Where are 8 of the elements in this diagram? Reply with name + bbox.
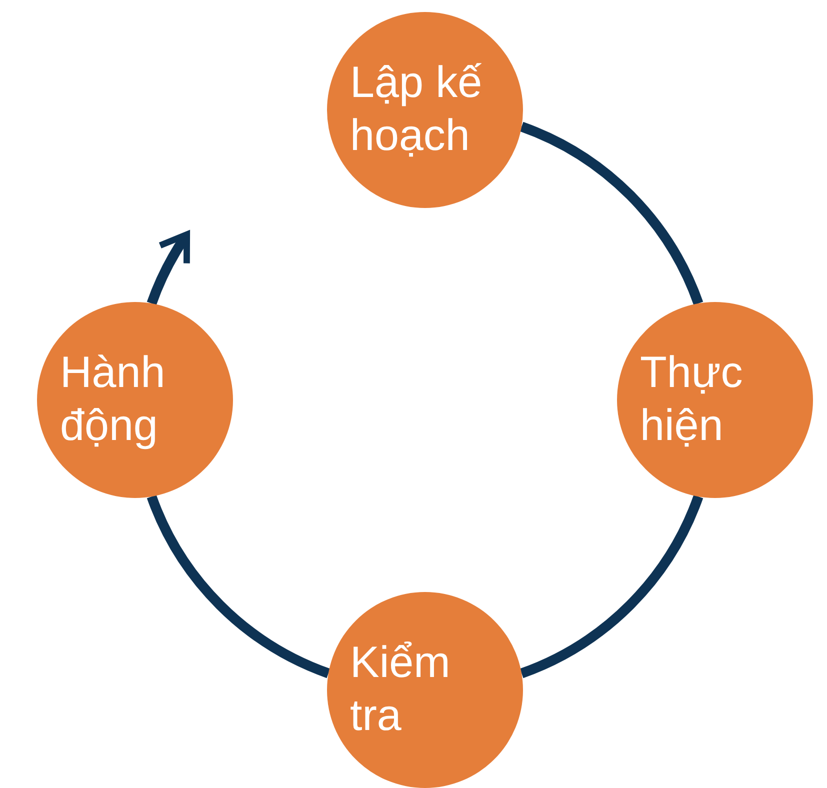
step-label: Hành động bbox=[60, 347, 166, 452]
step-label: Thực hiện bbox=[640, 347, 744, 452]
step-label: Lập kế hoạch bbox=[350, 57, 484, 162]
connector-arc bbox=[520, 494, 703, 678]
connector-arc bbox=[520, 122, 703, 306]
step-label: Kiểm tra bbox=[350, 637, 452, 742]
connector-arc bbox=[147, 494, 330, 678]
arrow bbox=[146, 231, 191, 306]
